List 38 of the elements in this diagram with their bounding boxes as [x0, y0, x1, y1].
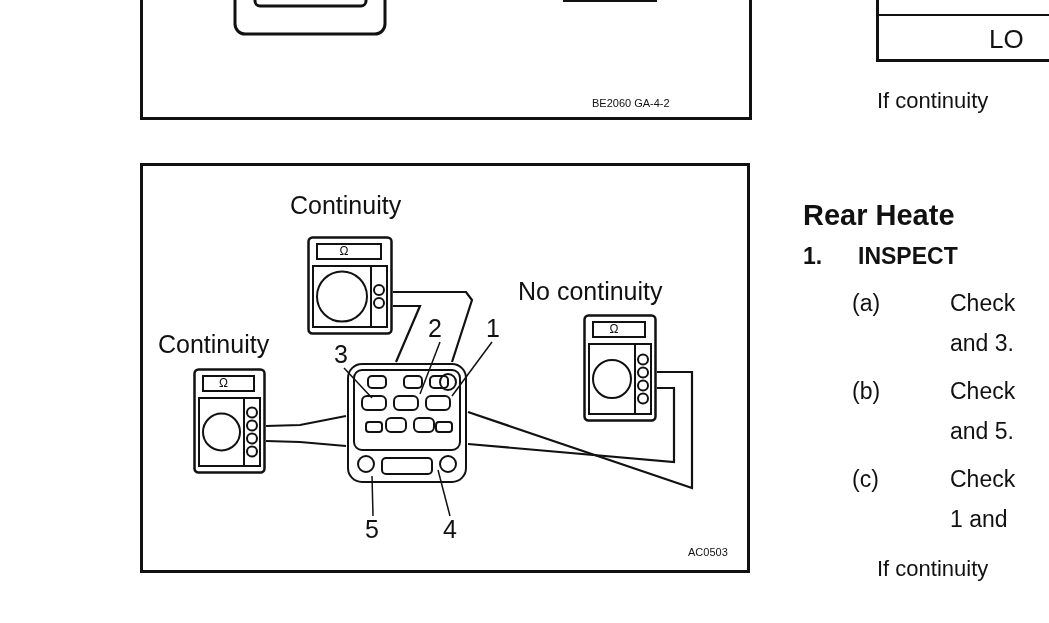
test-lead-wire — [265, 439, 347, 448]
figure-code: BE2060 GA-4-2 — [592, 98, 670, 109]
step-heading: INSPECT — [858, 245, 958, 268]
callout-number: 2 — [428, 316, 442, 341]
item-letter: (a) — [852, 292, 881, 315]
result-caption: Continuity — [158, 332, 270, 357]
note-text: If continuity — [877, 90, 989, 112]
instruction-text: Check — [950, 292, 1016, 315]
note-text: If continuity — [877, 558, 989, 580]
callout-number: 5 — [365, 517, 379, 542]
leader-line — [451, 341, 493, 397]
item-letter: (b) — [852, 380, 881, 403]
test-lead-wire — [467, 370, 694, 490]
ohm-symbol: Ω — [609, 323, 619, 335]
instruction-text: Check — [950, 468, 1016, 491]
callout-number: 1 — [486, 316, 500, 341]
leader-line — [371, 475, 374, 517]
result-caption: Continuity — [290, 193, 402, 218]
leader-line — [419, 341, 441, 395]
instruction-text: and 3. — [950, 332, 1014, 355]
test-lead-wire — [393, 290, 474, 363]
instruction-text: Check — [950, 380, 1016, 403]
callout-number: 4 — [443, 517, 457, 542]
ohm-symbol: Ω — [219, 377, 228, 389]
item-letter: (c) — [852, 468, 879, 491]
ohm-symbol: Ω — [339, 245, 349, 257]
callout-number: 3 — [334, 342, 348, 367]
table-cell: LO — [876, 16, 1049, 62]
leader-line — [437, 469, 451, 517]
instruction-text: and 5. — [950, 420, 1014, 443]
test-lead-wire — [393, 304, 422, 363]
step-number: 1. — [803, 245, 823, 268]
result-caption: No continuity — [518, 279, 663, 304]
figure-code: AC0503 — [688, 547, 728, 558]
section-heading: Rear Heate — [803, 201, 955, 230]
test-lead-wire — [467, 386, 676, 464]
instruction-text: 1 and — [950, 508, 1008, 531]
test-lead-wire — [265, 414, 347, 428]
